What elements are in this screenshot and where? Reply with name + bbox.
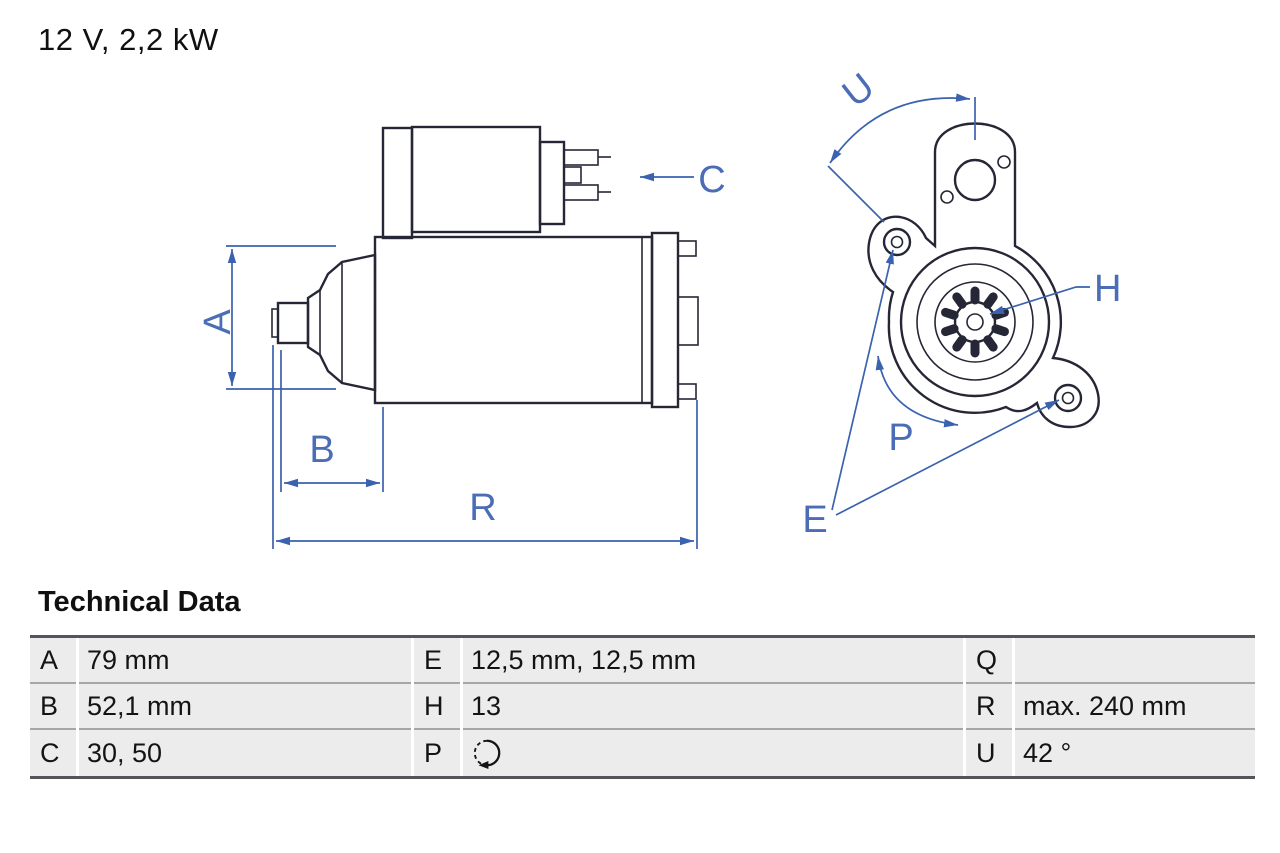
key-R: R	[966, 684, 1012, 730]
value-E: 12,5 mm, 12,5 mm	[463, 638, 963, 684]
terminal-stud-top	[563, 149, 599, 166]
solenoid-bracket	[381, 126, 414, 240]
key-Q: Q	[966, 638, 1012, 684]
front-view: U H P E	[802, 66, 1121, 541]
side-view: A B R C	[197, 125, 726, 549]
dim-label-h: H	[1094, 268, 1121, 310]
terminal-block	[563, 166, 582, 184]
page-title: 12 V, 2,2 kW	[38, 22, 219, 57]
key-B: B	[30, 684, 76, 730]
key-E: E	[414, 638, 460, 684]
key-C: C	[30, 730, 76, 776]
key-A: A	[30, 638, 76, 684]
dim-label-u: U	[835, 66, 882, 116]
value-A: 79 mm	[79, 638, 411, 684]
value-P	[463, 730, 963, 776]
key-U: U	[966, 730, 1012, 776]
mounting-flange	[867, 122, 1100, 429]
drive-end-housing	[306, 253, 377, 392]
table-title: Technical Data	[38, 586, 241, 618]
clockwise-rotation-icon	[473, 739, 501, 769]
value-Q	[1015, 638, 1255, 684]
dim-label-b: B	[309, 429, 334, 471]
bolt-hole-lower-right	[1053, 383, 1083, 413]
starter-motor-technical-drawing: A B R C	[197, 66, 1121, 549]
dim-label-r: R	[469, 487, 496, 529]
technical-data-table: A 79 mm E 12,5 mm, 12,5 mm Q B 52,1 mm H…	[30, 635, 1255, 779]
key-P: P	[414, 730, 460, 776]
bolt-hole-upper-left	[882, 227, 912, 257]
dim-label-a: A	[197, 309, 239, 335]
value-C: 30, 50	[79, 730, 411, 776]
key-H: H	[414, 684, 460, 730]
value-U: 42 °	[1015, 730, 1255, 776]
dim-label-c: C	[698, 159, 725, 201]
dim-label-e: E	[802, 499, 827, 541]
dim-label-p: P	[888, 417, 913, 459]
tab-hole	[953, 158, 997, 202]
value-H: 13	[463, 684, 963, 730]
end-cap	[650, 231, 680, 409]
value-R: max. 240 mm	[1015, 684, 1255, 730]
bearing-ring-outer	[899, 246, 1051, 398]
terminal-stud-bottom	[563, 184, 599, 201]
value-B: 52,1 mm	[79, 684, 411, 730]
shaft-center-hole	[966, 313, 984, 331]
solenoid-cap	[538, 140, 566, 226]
solenoid-body	[410, 125, 542, 234]
motor-housing	[373, 235, 654, 405]
pinion-gear	[276, 301, 310, 345]
